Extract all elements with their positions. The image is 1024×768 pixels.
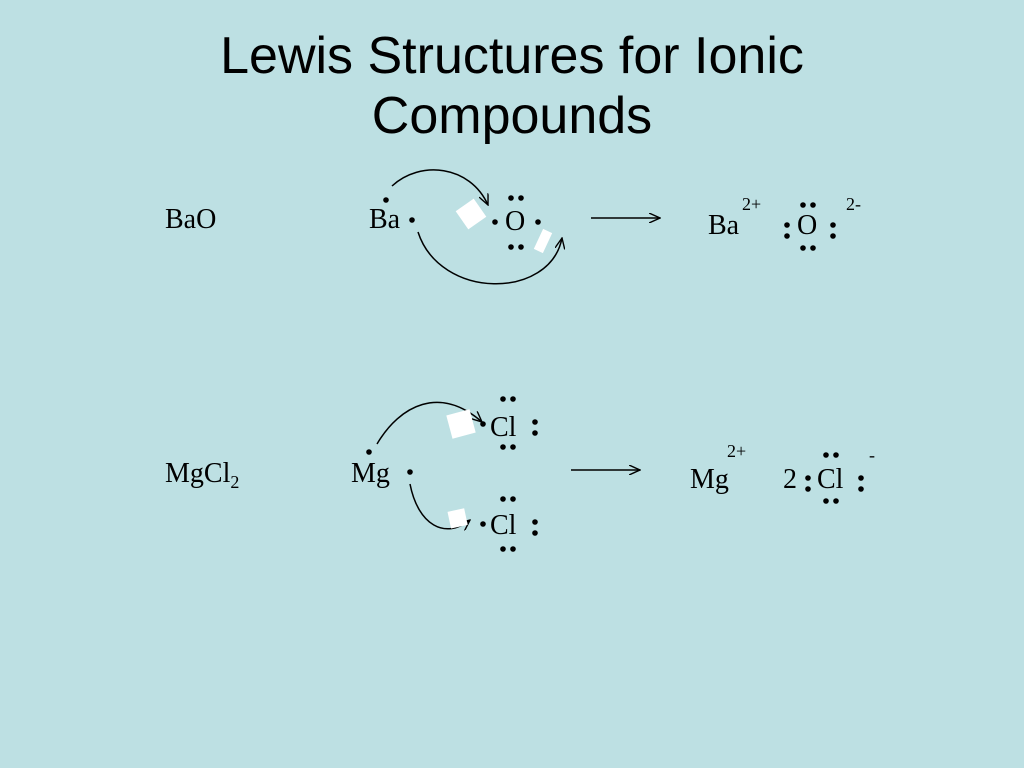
bao-ba-valence-electrons bbox=[383, 197, 415, 223]
mgcl2-formula-subscript: 2 bbox=[230, 472, 240, 492]
bao-product-ba-charge: 2+ bbox=[742, 194, 762, 214]
slide-title-line-2: Compounds bbox=[371, 87, 653, 145]
bao-transfer-arrow-top bbox=[391, 169, 488, 205]
bao-product-o-charge: 2- bbox=[846, 194, 861, 214]
mgcl2-electron-placeholders bbox=[446, 409, 476, 529]
bao-formula: BaO bbox=[165, 204, 217, 235]
mgcl2-product-coefficient: 2 bbox=[783, 464, 797, 495]
mgcl2-product-mg: Mg bbox=[690, 464, 729, 495]
bao-product-o-electrons bbox=[784, 202, 836, 251]
mgcl2-product-cl-charge: - bbox=[869, 445, 875, 465]
mgcl2-mg-valence-electrons bbox=[366, 449, 413, 475]
mgcl2-formula: MgCl2 bbox=[165, 460, 239, 496]
mgcl2-formula-main: MgCl bbox=[165, 458, 231, 489]
bao-electron-placeholders bbox=[455, 198, 553, 254]
mgcl2-product-mg-charge: 2+ bbox=[727, 441, 747, 461]
slide-title: Lewis Structures for Ionic Compounds bbox=[0, 26, 1024, 146]
bao-transfer-arrow-bottom bbox=[417, 231, 562, 285]
mgcl2-cl-top-valence-electrons bbox=[480, 396, 538, 450]
bao-product-o: O bbox=[797, 210, 818, 241]
bao-reactant-o: O bbox=[505, 206, 526, 237]
mgcl2-product-cl: Cl bbox=[817, 464, 844, 495]
mgcl2-cl-bottom-valence-electrons bbox=[480, 496, 538, 552]
slide-title-line-1: Lewis Structures for Ionic bbox=[220, 27, 804, 85]
mgcl2-reactant-mg: Mg bbox=[351, 458, 390, 489]
bao-o-valence-electrons bbox=[492, 195, 541, 250]
mgcl2-reactant-cl-top: Cl bbox=[490, 412, 517, 443]
mgcl2-reactant-cl-bottom: Cl bbox=[490, 510, 517, 541]
bao-product-ba: Ba bbox=[708, 210, 740, 241]
mgcl2-product-cl-electrons bbox=[805, 452, 864, 504]
bao-reactant-ba: Ba bbox=[369, 204, 401, 235]
